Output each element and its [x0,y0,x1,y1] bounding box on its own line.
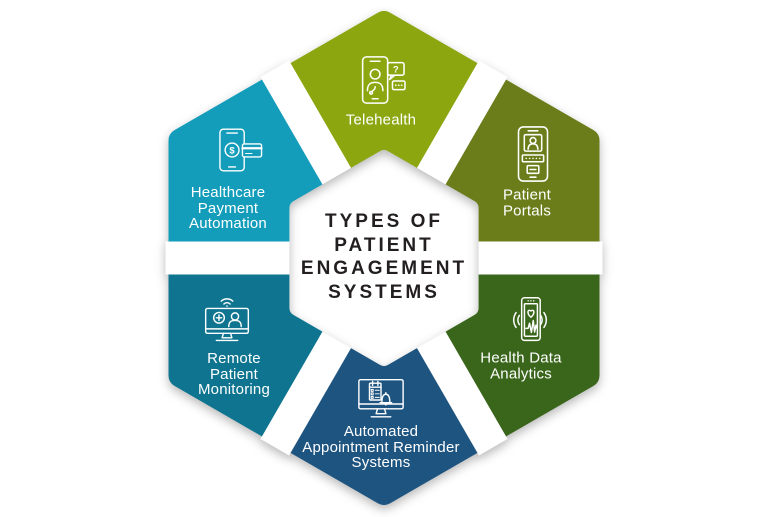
title-line: ENGAGEMENT [300,258,468,279]
divider-bottom-left [260,249,399,456]
label-line: Systems [351,453,411,471]
label-line: Monitoring [197,380,271,398]
title-line: SYSTEMS [328,281,440,303]
title-line: PATIENT [334,234,434,256]
page-title: TYPES OF PATIENT ENGAGEMENT SYSTEMS [301,210,467,304]
label-line: Patient [209,365,259,383]
label-line: Remote [207,349,261,367]
svg-text:?: ? [393,64,399,75]
health-analytics-phone-icon [512,297,548,342]
appointment-reminder-monitor-icon [358,378,404,418]
label-line: Automation [189,214,267,232]
segment-label-healthcare-payment: Healthcare Payment Automation [189,185,267,232]
divider-bottom-right [369,249,508,456]
label-line: Telehealth [345,111,417,129]
telehealth-video-call-icon: ? [361,56,406,104]
segment-label-telehealth: Telehealth [346,112,416,128]
patient-portal-login-icon [517,126,549,182]
divider-top-left [260,60,399,267]
remote-monitoring-screen-icon [204,298,250,342]
label-line: Healthcare [190,183,266,201]
label-line: Appointment Reminder [302,438,460,456]
label-line: Analytics [490,365,552,382]
payment-phone-card-icon: $ [219,128,263,172]
label-line: Patient [502,186,552,204]
segment-label-patient-portals: Patient Portals [502,186,552,219]
segment-label-automated-appointment: Automated Appointment Reminder Systems [302,424,459,471]
label-line: Health Data [480,349,562,367]
label-line: Automated [343,422,419,440]
segment-label-remote-monitoring: Remote Patient Monitoring [198,351,270,398]
label-line: Payment [197,199,259,217]
svg-text:$: $ [229,145,235,156]
label-line: Portals [502,202,552,219]
hexagon-wheel [165,11,603,505]
divider-top-right [369,60,508,267]
segment-label-health-data-analytics: Health Data Analytics [480,349,562,382]
title-line: TYPES OF [325,211,443,232]
